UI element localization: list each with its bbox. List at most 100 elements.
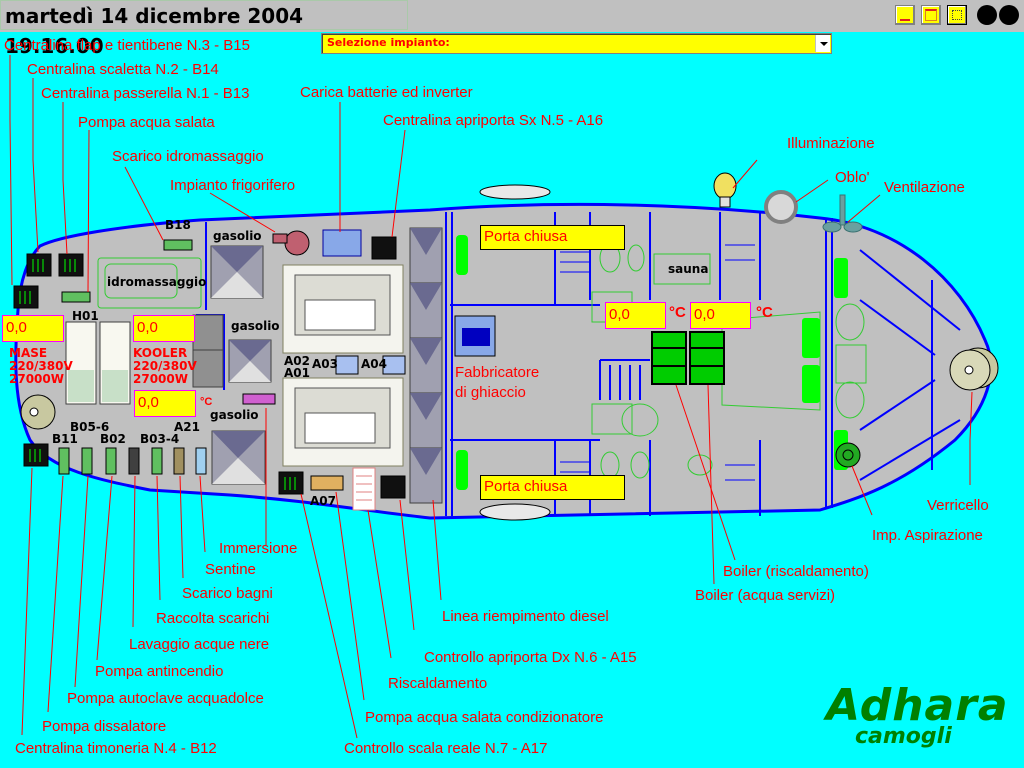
- mase-value: 0,0: [2, 315, 64, 342]
- winch-icon: [949, 347, 999, 391]
- label-heating[interactable]: Riscaldamento: [388, 675, 488, 692]
- room-sauna: sauna: [668, 262, 709, 276]
- label-flap-controller[interactable]: Centralina flap e tientibene N.3 - B15: [4, 37, 250, 54]
- label-immersion[interactable]: Immersione: [219, 540, 298, 557]
- temperature-unit: °C: [200, 396, 213, 408]
- label-waste-collection[interactable]: Raccolta scarichi: [156, 610, 270, 627]
- boiler-heating-icon: [651, 331, 687, 385]
- temperature-value: 0,0: [134, 390, 196, 417]
- label-battery-charger[interactable]: Carica batterie ed inverter: [300, 84, 473, 101]
- mase-voltage: 220/380V: [9, 359, 73, 373]
- pump-b11-icon: [58, 447, 70, 475]
- label-ladder-controller[interactable]: Centralina scaletta N.2 - B14: [27, 61, 219, 78]
- kooler-power: 27000W: [133, 372, 188, 386]
- tag-a02: A02: [284, 354, 310, 368]
- status-dot-icon: [977, 5, 997, 25]
- system-select-dropdown[interactable]: Selezione impianto:: [321, 33, 832, 54]
- room-fuel-1: gasolio: [213, 229, 262, 243]
- fuel-tank-icon: [210, 245, 264, 299]
- tag-b11: B11: [52, 432, 78, 446]
- hot-tub: [97, 257, 202, 309]
- label-lighting[interactable]: Illuminazione: [787, 135, 875, 152]
- label-freshwater-pump[interactable]: Pompa autoclave acquadolce: [67, 690, 264, 707]
- label-desalinator-pump[interactable]: Pompa dissalatore: [42, 718, 167, 735]
- leader-lines: [9, 55, 973, 739]
- pump-b04-icon: [151, 447, 163, 475]
- label-winch[interactable]: Verricello: [927, 497, 989, 514]
- heater-icon: [352, 467, 376, 511]
- maximize-button[interactable]: [921, 5, 941, 25]
- label-diesel-fill[interactable]: Linea riempimento diesel: [442, 608, 609, 625]
- room-fuel-2: gasolio: [231, 319, 280, 333]
- engine-icon: [282, 377, 404, 467]
- label-steering-controller[interactable]: Centralina timoneria N.4 - B12: [15, 740, 217, 757]
- label-left-door-controller[interactable]: Centralina apriporta Sx N.5 - A16: [383, 112, 604, 129]
- label-fire-pump[interactable]: Pompa antincendio: [95, 663, 224, 680]
- mase-name: MASE: [9, 346, 48, 360]
- a04-panel-icon: [382, 355, 406, 375]
- ventilation-fan-icon: [822, 194, 863, 233]
- green-panels: [456, 235, 848, 490]
- label-boiler-water[interactable]: Boiler (acqua servizi): [695, 587, 836, 604]
- boiler-heating-temp: 0,0: [605, 302, 666, 329]
- status-dot-icon: [999, 5, 1019, 25]
- refrigeration-icon: [272, 230, 310, 256]
- label-bathroom-drain[interactable]: Scarico bagni: [182, 585, 273, 602]
- label-ventilation[interactable]: Ventilazione: [884, 179, 965, 196]
- system-select-label: Selezione impianto:: [327, 36, 450, 49]
- aspiration-fan-icon: [835, 442, 861, 468]
- ice-maker-icon: [454, 315, 496, 357]
- label-right-door-controller[interactable]: Controllo apriporta Dx N.6 - A15: [424, 649, 637, 666]
- pump-b05-icon: [81, 447, 93, 475]
- boiler-heating-unit: °C: [669, 304, 686, 321]
- control-unit-a15-icon: [380, 475, 406, 499]
- label-gangway-stairs-control[interactable]: Controllo scala reale N.7 - A17: [344, 740, 548, 757]
- pump-a21-icon: [173, 447, 185, 475]
- label-blackwater-flush[interactable]: Lavaggio acque nere: [129, 636, 270, 653]
- boiler-water-unit: °C: [756, 304, 773, 321]
- label-ice-maker-1[interactable]: Fabbricatore: [455, 364, 540, 381]
- room-hot-tub: idromassaggio: [107, 275, 207, 289]
- tag-a07: A07: [310, 494, 336, 508]
- label-salt-water-pump[interactable]: Pompa acqua salata: [78, 114, 215, 131]
- a03-panel-icon: [335, 355, 359, 375]
- fuel-tank-icon: [211, 430, 266, 485]
- control-unit-b13-icon: [13, 285, 39, 309]
- tank-column: [409, 227, 443, 504]
- bilge-pumps: [58, 447, 207, 475]
- label-aspiration[interactable]: Imp. Aspirazione: [872, 527, 983, 544]
- tag-b18: B18: [165, 218, 191, 232]
- control-unit-b15-icon: [26, 253, 52, 277]
- pump-sentine-icon: [195, 447, 207, 475]
- chevron-down-icon[interactable]: [815, 35, 830, 52]
- generator-icon: [65, 321, 97, 405]
- control-unit-a17-icon: [278, 471, 304, 495]
- hatch-icon: [479, 184, 551, 200]
- mase-power: 27000W: [9, 372, 64, 386]
- label-gangway-controller[interactable]: Centralina passerella N.1 - B13: [41, 85, 250, 102]
- battery-charger-icon: [322, 229, 362, 257]
- restore-button[interactable]: [947, 5, 967, 25]
- datetime-display: martedì 14 dicembre 2004 19.16.00: [0, 0, 408, 58]
- label-hot-tub-drain[interactable]: Scarico idromassaggio: [112, 148, 264, 165]
- door-status-bottom: Porta chiusa: [480, 475, 625, 500]
- label-boiler-heating[interactable]: Boiler (riscaldamento): [723, 563, 869, 580]
- tag-a04: A04: [361, 357, 387, 371]
- boiler-water-temp: 0,0: [690, 302, 751, 329]
- tag-a01: A01: [284, 366, 310, 380]
- pump-immersion-icon: [242, 393, 276, 405]
- label-ice-maker-2[interactable]: di ghiaccio: [455, 384, 526, 401]
- kooler-name: KOOLER: [133, 346, 188, 360]
- tag-a21: A21: [174, 420, 200, 434]
- control-unit-b14-icon: [58, 253, 84, 277]
- room-fuel-3: gasolio: [210, 408, 259, 422]
- label-porthole[interactable]: Oblo': [835, 169, 870, 186]
- kooler-value: 0,0: [133, 315, 195, 342]
- label-bilge[interactable]: Sentine: [205, 561, 256, 578]
- label-refrigeration[interactable]: Impianto frigorifero: [170, 177, 296, 194]
- label-ac-salt-pump[interactable]: Pompa acqua salata condizionatore: [365, 709, 604, 726]
- control-unit-b12-icon: [23, 443, 49, 467]
- minimize-button[interactable]: [895, 5, 915, 25]
- title-bar: [0, 0, 1024, 32]
